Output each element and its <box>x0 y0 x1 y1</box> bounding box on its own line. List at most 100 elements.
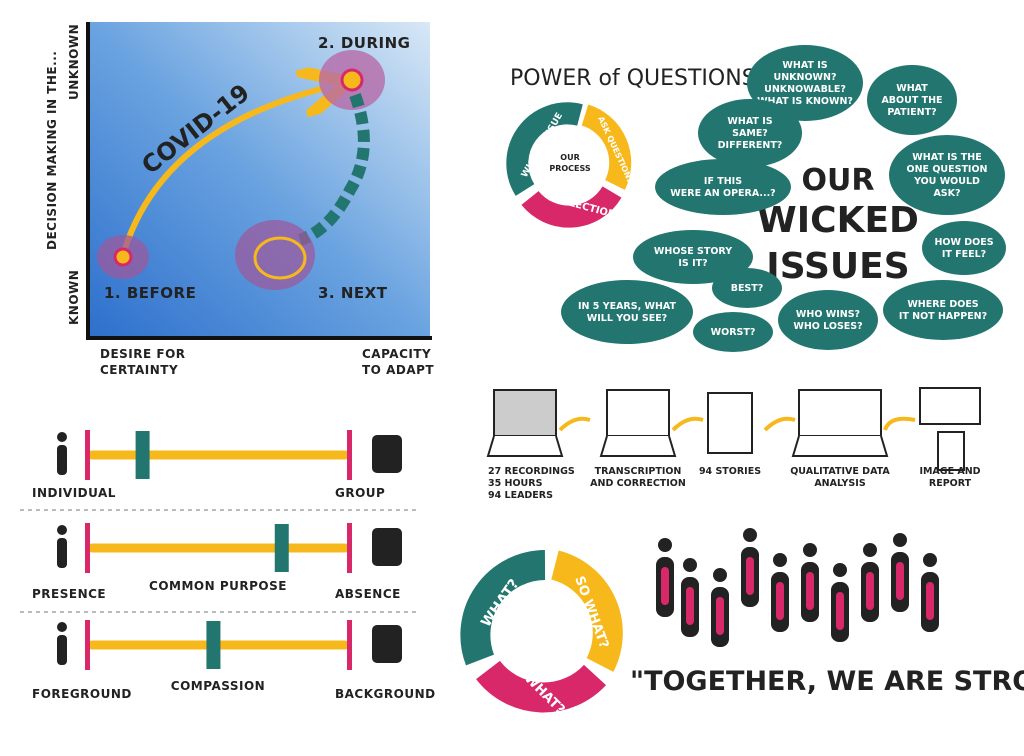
bubble-text: BEST? <box>731 283 764 294</box>
spectrum-middle-label: COMMON PURPOSE <box>149 579 287 593</box>
right-icon <box>372 435 402 473</box>
quote: "TOGETHER, WE ARE STRONGER." <box>630 666 1024 697</box>
person-figure <box>681 558 699 637</box>
spectrum-right-label: BACKGROUND <box>335 687 436 701</box>
bubble-text: UNKNOWABLE? <box>764 84 846 95</box>
arrow-icon <box>558 416 591 432</box>
laptop-base <box>791 435 889 457</box>
bubble-text: IN 5 YEARS, WHAT <box>578 301 677 312</box>
laptop-icon <box>493 389 557 437</box>
person-heart <box>686 587 694 625</box>
person-heart <box>896 562 904 600</box>
x-axis-left-label-2: CERTAINTY <box>100 363 178 377</box>
person-head <box>743 528 757 542</box>
spectrum-slider-handle <box>274 524 289 572</box>
speech-bubble-shape <box>633 230 753 284</box>
person-icon-body <box>57 538 67 568</box>
spectrum-slider-handle <box>135 431 150 479</box>
spectrum-left-label: INDIVIDUAL <box>32 486 116 500</box>
x-axis-right-label-1: CAPACITY <box>362 347 431 361</box>
arrow-icon <box>763 416 796 432</box>
speech-bubble-shape <box>747 45 863 121</box>
process-step-label: ANALYSIS <box>814 478 865 489</box>
center-issues: ISSUES <box>766 246 909 287</box>
process-center-1: OUR <box>560 153 579 162</box>
power-of-questions: POWER of QUESTIONS WICKED ISSUE ASK QUES… <box>506 45 1006 352</box>
person-heart <box>866 572 874 610</box>
person-heart <box>661 567 669 605</box>
x-axis-left-label-1: DESIRE FOR <box>100 347 186 361</box>
person-heart <box>746 557 754 595</box>
process-center-2: PROCESS <box>549 164 591 173</box>
so-what-segment <box>550 550 623 672</box>
right-icon <box>372 528 402 566</box>
speech-bubble-shape <box>922 221 1006 275</box>
person-heart <box>926 582 934 620</box>
process-cycle: WICKED ISSUE ASK QUESTIONS REFLECTION OU… <box>506 102 635 228</box>
person-figure <box>921 553 939 632</box>
person-head <box>833 563 847 577</box>
spectrum-slider-handle <box>206 621 221 669</box>
person-icon <box>57 432 67 442</box>
people-group <box>656 528 939 647</box>
person-figure <box>831 563 849 642</box>
documents-icon <box>707 392 753 454</box>
bubble-text: WHERE DOES <box>907 299 978 310</box>
speech-bubble-shape <box>778 290 878 350</box>
person-head <box>863 543 877 557</box>
person-heart <box>776 582 784 620</box>
point-next-label: 3. NEXT <box>318 284 388 302</box>
before-point <box>113 247 133 267</box>
person-figure <box>891 533 909 612</box>
spectrum-left-label: FOREGROUND <box>32 687 132 701</box>
person-head <box>773 553 787 567</box>
bubble-text: IT NOT HAPPEN? <box>899 311 987 322</box>
bubble-text: WHAT IS <box>727 116 772 127</box>
question-bubble: WHO WINS?WHO LOSES? <box>778 290 878 350</box>
arrow-icon <box>883 416 916 431</box>
what-segment <box>460 550 546 666</box>
person-head <box>893 533 907 547</box>
speech-bubble-shape <box>693 312 773 352</box>
question-bubble: WORST? <box>693 312 773 352</box>
person-figure <box>741 528 759 607</box>
spectrum-left-label: PRESENCE <box>32 587 106 601</box>
during-point <box>340 68 364 92</box>
bubble-text: UNKNOWN? <box>774 72 837 83</box>
bubble-text: WERE AN OPERA...? <box>670 188 775 199</box>
bubble-text: WHAT <box>896 83 928 94</box>
decision-quadrant: UNKNOWN DECISION MAKING IN THE... KNOWN … <box>45 22 434 377</box>
process-step-label: 94 LEADERS <box>488 490 553 501</box>
ask-questions-segment <box>581 104 632 190</box>
process-step-label: 35 HOURS <box>488 478 543 489</box>
process-step-label: IMAGE AND <box>919 466 980 477</box>
bubble-text: SAME? <box>732 128 768 139</box>
process-step-label: QUALITATIVE DATA <box>790 466 890 477</box>
process-step-label: REPORT <box>929 478 972 489</box>
speech-bubble-shape <box>655 159 791 215</box>
question-bubbles: WHAT IS UNKNOWN?UNKNOWABLE?WHAT IS KNOWN?… <box>561 45 1006 352</box>
bubble-text: WHO WINS? <box>796 309 860 320</box>
left-marker <box>85 430 90 480</box>
bubble-text: IF THIS <box>704 176 742 187</box>
next-point <box>253 236 307 280</box>
bubble-text: IS IT? <box>678 258 707 269</box>
report-icon <box>937 431 965 471</box>
process-step-label: TRANSCRIPTION <box>595 466 682 477</box>
y-axis-top-label: UNKNOWN <box>67 24 81 100</box>
center-our: OUR <box>802 163 875 198</box>
bubble-text: WHAT IS KNOWN? <box>757 96 853 107</box>
bubble-text: WORST? <box>711 327 756 338</box>
